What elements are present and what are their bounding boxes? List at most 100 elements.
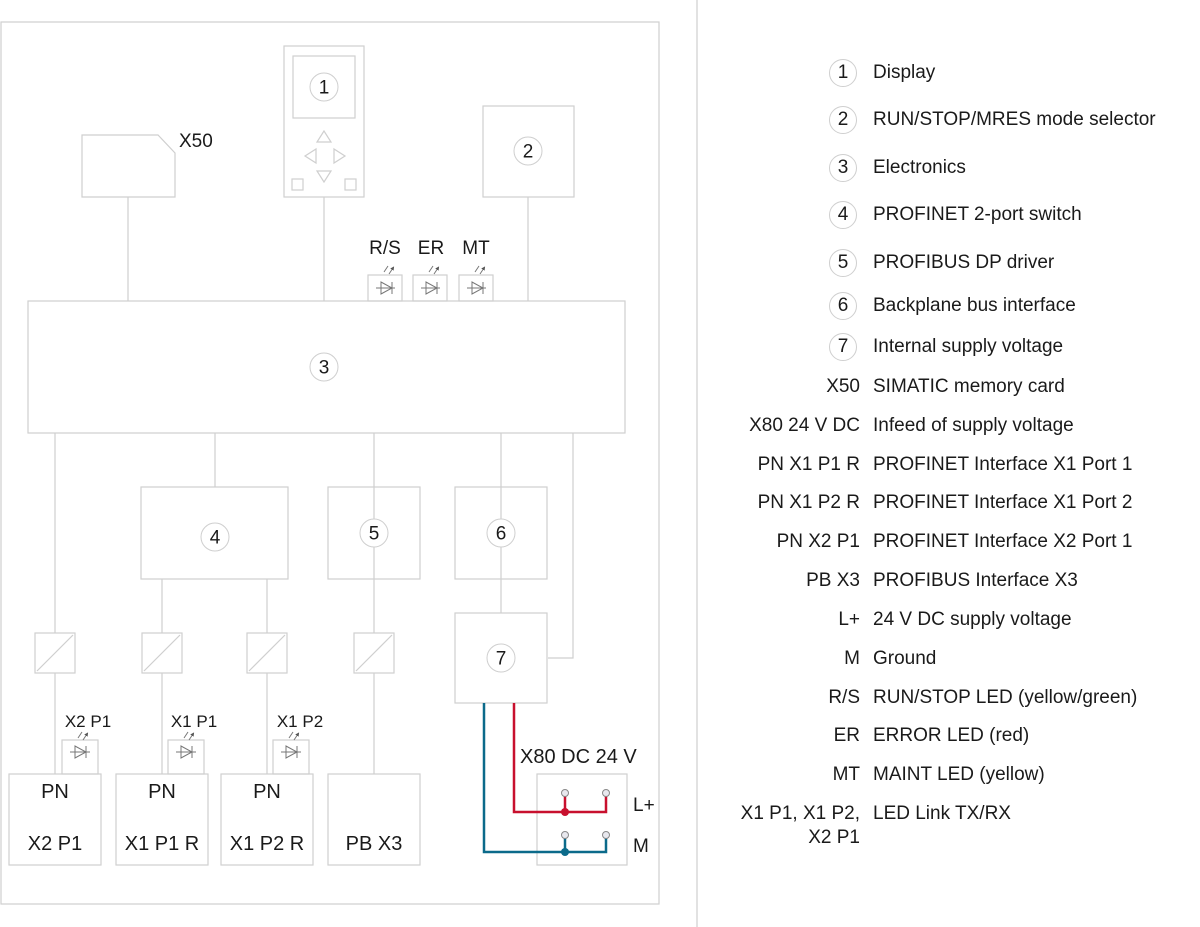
link-x1p1-label: X1 P1 [171, 712, 217, 731]
led-link-x1p2 [272, 739, 310, 775]
supply-terminal [536, 773, 628, 866]
lplus-wire [512, 703, 608, 814]
port-2-bottom: X1 P2 R [230, 833, 304, 855]
legend-description: SIMATIC memory card [873, 376, 1065, 397]
led-er [412, 274, 448, 302]
legend-description: PROFINET Interface X1 Port 2 [873, 492, 1133, 513]
legend-description: Internal supply voltage [873, 336, 1064, 357]
legend-key-text: PN X2 P1 [776, 531, 860, 552]
led-rs-label: R/S [369, 238, 401, 259]
legend-description: Infeed of supply voltage [873, 415, 1074, 436]
legend-key-text: ER [833, 725, 860, 746]
callout-3-text: 3 [319, 358, 330, 379]
legend-key: PN X2 P1 [660, 530, 860, 554]
legend-description: ERROR LED (red) [873, 725, 1030, 746]
isolation-transformers [34, 632, 395, 674]
callout-7 [486, 643, 516, 673]
down-arrow-icon [315, 170, 333, 184]
port-1-top: PN [148, 781, 176, 803]
callout-5-text: 5 [369, 524, 380, 545]
legend-key: X1 P1, X1 P2,X2 P1 [660, 802, 860, 850]
legend-description: PROFINET Interface X2 Port 1 [873, 531, 1133, 552]
legend-key: ER [660, 724, 860, 748]
legend-number-6: 6 [829, 292, 857, 320]
display-button-right [344, 178, 357, 191]
legend-description: Ground [873, 648, 937, 669]
link-x2p1-label: X2 P1 [65, 712, 111, 731]
led-mt-label: MT [462, 238, 490, 259]
legend-number-7: 7 [829, 333, 857, 361]
electronics-block [27, 300, 626, 434]
legend-key-text: X1 P1, X1 P2, [740, 803, 860, 824]
callout-7-text: 7 [496, 649, 507, 670]
port-x1p2 [220, 773, 314, 866]
m-wire [482, 703, 608, 854]
legend-number-1: 1 [829, 59, 857, 87]
led-link-x1p1 [167, 739, 205, 775]
legend-description: PROFIBUS DP driver [873, 252, 1055, 273]
legend-description: RUN/STOP/MRES mode selector [873, 109, 1156, 130]
callout-6 [486, 518, 516, 548]
right-arrow-icon [333, 147, 347, 165]
port-0-bottom: X2 P1 [28, 833, 82, 855]
legend-key: PN X1 P1 R [660, 453, 860, 477]
legend-description: PROFINET 2-port switch [873, 204, 1082, 225]
legend-key: PN X1 P2 R [660, 491, 860, 515]
led-rs [367, 274, 403, 302]
callout-2-text: 2 [523, 142, 534, 163]
legend-key: X80 24 V DC [660, 414, 860, 438]
port-x2p1 [8, 773, 102, 866]
legend-key: X50 [660, 375, 860, 399]
callout-4 [200, 522, 230, 552]
port-pbx3 [327, 773, 421, 866]
port-3-bottom: PB X3 [346, 833, 403, 855]
legend-key: R/S [660, 686, 860, 710]
legend-description: MAINT LED (yellow) [873, 764, 1045, 785]
led-link-x2p1 [61, 739, 99, 775]
callout-1 [309, 72, 339, 102]
backplane-block [454, 486, 548, 580]
led-er-label: ER [418, 238, 444, 259]
legend-description: LED Link TX/RX [873, 803, 1011, 824]
callout-3 [309, 352, 339, 382]
callout-5 [359, 518, 389, 548]
port-2-top: PN [253, 781, 281, 803]
memory-card-icon [81, 134, 176, 198]
terminal-dots [561, 789, 610, 856]
cpu-frame [0, 21, 660, 905]
legend-key-text: X80 24 V DC [749, 415, 860, 436]
legend-key: PB X3 [660, 569, 860, 593]
supply-m-label: M [633, 836, 649, 857]
legend-description: Backplane bus interface [873, 295, 1076, 316]
callout-2 [513, 136, 543, 166]
supply-title: X80 DC 24 V [520, 746, 637, 768]
port-0-top: PN [41, 781, 69, 803]
legend-description: PROFIBUS Interface X3 [873, 570, 1078, 591]
legend-key: L+ [660, 608, 860, 632]
legend-number-4: 4 [829, 201, 857, 229]
led-mt [458, 274, 494, 302]
legend-key-text: R/S [828, 687, 860, 708]
up-arrow-icon [315, 129, 333, 143]
callout-6-text: 6 [496, 524, 507, 545]
supply-lplus-label: L+ [633, 795, 655, 816]
led-diode-icons [70, 266, 486, 759]
display-block [283, 45, 365, 198]
legend-description: Display [873, 62, 936, 83]
legend-description: 24 V DC supply voltage [873, 609, 1072, 630]
legend-number-5: 5 [829, 249, 857, 277]
legend-number-3: 3 [829, 154, 857, 182]
legend-key: MT [660, 763, 860, 787]
callout-1-text: 1 [319, 78, 330, 99]
switch-block [140, 486, 289, 580]
link-x1p2-label: X1 P2 [277, 712, 323, 731]
port-1-bottom: X1 P1 R [125, 833, 199, 855]
legend-description: PROFINET Interface X1 Port 1 [873, 454, 1133, 475]
display-button-left [291, 178, 304, 191]
internal-supply-block [454, 612, 548, 704]
legend-description: Electronics [873, 157, 966, 178]
legend-key-text: MT [832, 764, 860, 785]
legend-key: M [660, 647, 860, 671]
left-arrow-icon [303, 147, 317, 165]
